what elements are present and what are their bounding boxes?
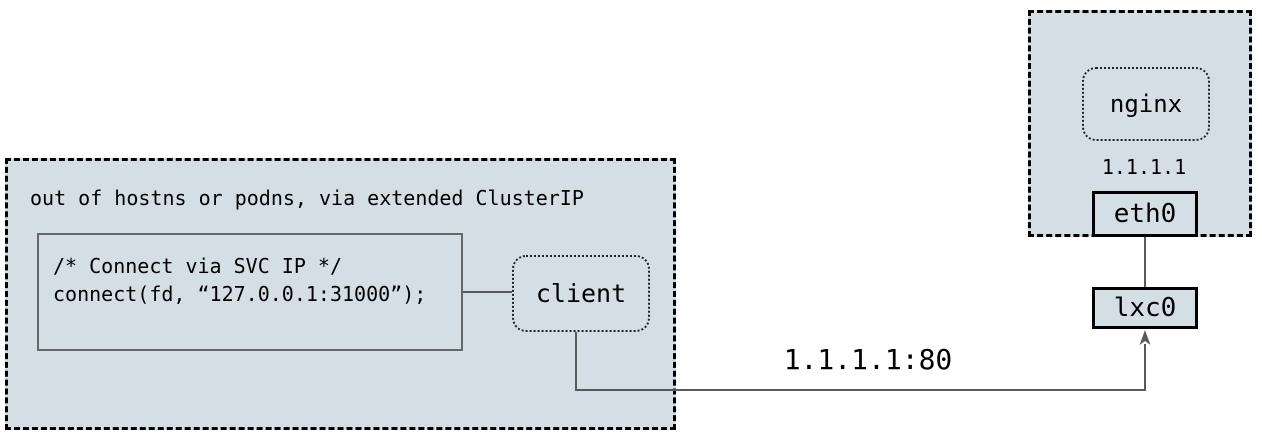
eth0-interface-box: eth0 [1092,191,1198,237]
connect-code-box: /* Connect via SVC IP */ connect(fd, “127… [37,233,463,351]
connection-address-label: 1.1.1.1:80 [783,343,953,376]
code-line-connect: connect(fd, “127.0.0.1:31000”); [53,282,427,306]
nginx-process-box: nginx [1082,67,1210,141]
code-line-comment: /* Connect via SVC IP */ [53,254,342,278]
lxc0-label: lxc0 [1113,293,1177,323]
client-label: client [535,279,627,308]
client-process-box: client [512,255,650,332]
pod-ip-label: 1.1.1.1 [1101,155,1187,179]
eth0-label: eth0 [1113,199,1177,229]
arrowhead-up-icon [1139,330,1151,345]
left-group-title: out of hostns or podns, via extended Clu… [30,186,584,210]
lxc0-interface-box: lxc0 [1092,287,1198,329]
nginx-label: nginx [1109,90,1183,118]
